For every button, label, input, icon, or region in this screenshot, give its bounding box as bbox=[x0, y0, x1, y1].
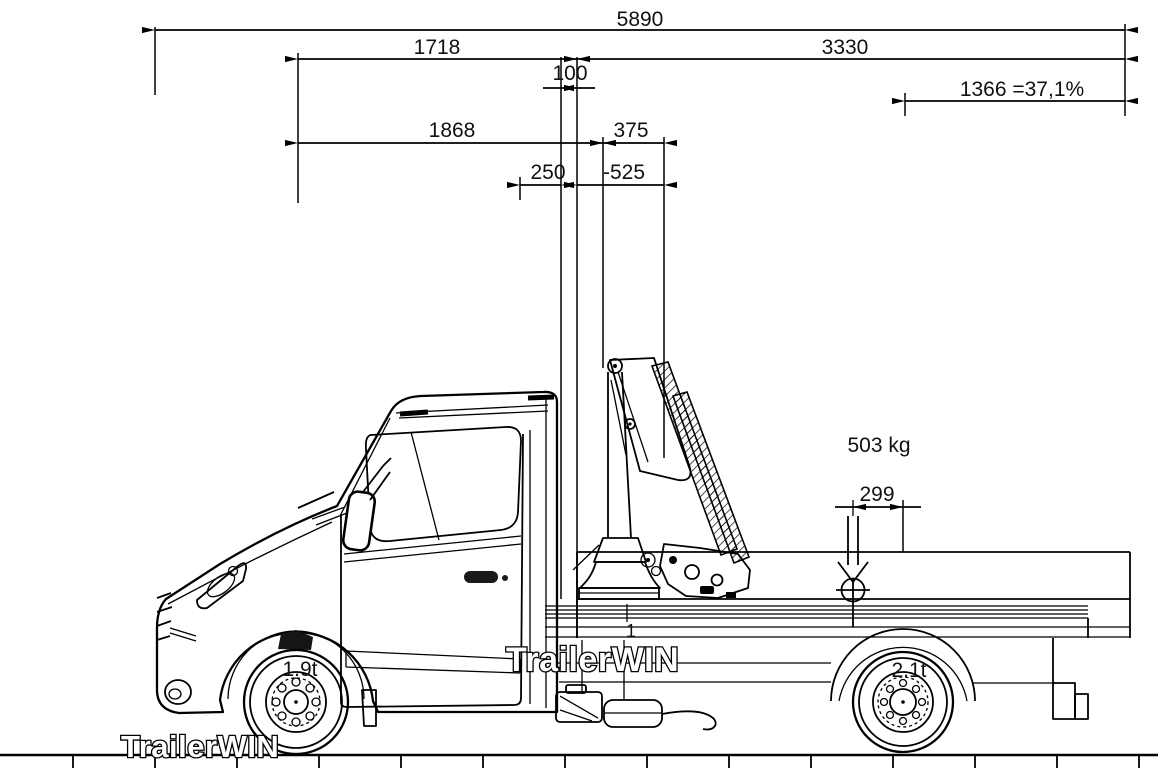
tailpipe bbox=[661, 710, 717, 731]
rear-underrun-box bbox=[1052, 682, 1076, 720]
rear-hitch-box bbox=[1074, 693, 1089, 720]
door-handle bbox=[464, 571, 498, 583]
dim-load-to-rear-axle: 299 bbox=[859, 483, 894, 506]
dim-front-axle-to-crane: 1868 bbox=[429, 119, 476, 142]
grille-slats bbox=[156, 592, 173, 641]
underbody-exhaust bbox=[555, 640, 717, 731]
crane-telescope-2 bbox=[671, 391, 751, 565]
dim-crane-to-body: 375 bbox=[613, 119, 648, 142]
rear-wheel bbox=[830, 628, 976, 754]
crane-column bbox=[607, 371, 632, 539]
rear-fender-outer bbox=[830, 628, 976, 702]
rear-axle-load-label: 2.1t bbox=[891, 659, 926, 682]
crane-payload-label: 503 kg bbox=[847, 434, 910, 457]
ground-line bbox=[0, 753, 1158, 768]
dim-front-axle-to-cab-gap: 1718 bbox=[414, 36, 461, 59]
rear-fender-inner bbox=[838, 646, 968, 702]
chassis-and-platform bbox=[545, 551, 1131, 720]
dim-minus-525: -525 bbox=[603, 161, 645, 184]
loader-crane bbox=[572, 357, 751, 622]
dim-250: 250 bbox=[530, 161, 565, 184]
front-axle-detail bbox=[278, 630, 313, 650]
dimension-lines bbox=[142, 24, 1138, 638]
door-outline bbox=[340, 433, 524, 708]
dim-overall-length: 5890 bbox=[617, 8, 664, 31]
front-axle-load-label: 1.9t bbox=[282, 658, 317, 681]
crane-station-label: 1 bbox=[626, 621, 636, 641]
watermark-bottom: TrailerWIN bbox=[121, 729, 279, 764]
crane-load-point bbox=[836, 500, 870, 627]
crane-base bbox=[579, 561, 661, 589]
front-fender-inner bbox=[227, 630, 365, 700]
headlight bbox=[196, 562, 247, 610]
front-mudflap bbox=[361, 689, 377, 727]
fog-lamp bbox=[164, 679, 192, 705]
watermark-middle: TrailerWIN bbox=[506, 641, 679, 679]
door-window bbox=[364, 426, 522, 543]
dim-rear-overhang: 1366 =37,1% bbox=[960, 78, 1084, 101]
side-mirror bbox=[341, 457, 392, 552]
dim-cab-body-gap: 100 bbox=[552, 62, 587, 85]
ground-ticks bbox=[72, 756, 1140, 768]
dimension-texts: 5890 1718 3330 100 1366 =37,1% 1868 375 … bbox=[282, 8, 1084, 682]
cab bbox=[155, 390, 559, 727]
dim-cab-gap-to-rear: 3330 bbox=[822, 36, 869, 59]
